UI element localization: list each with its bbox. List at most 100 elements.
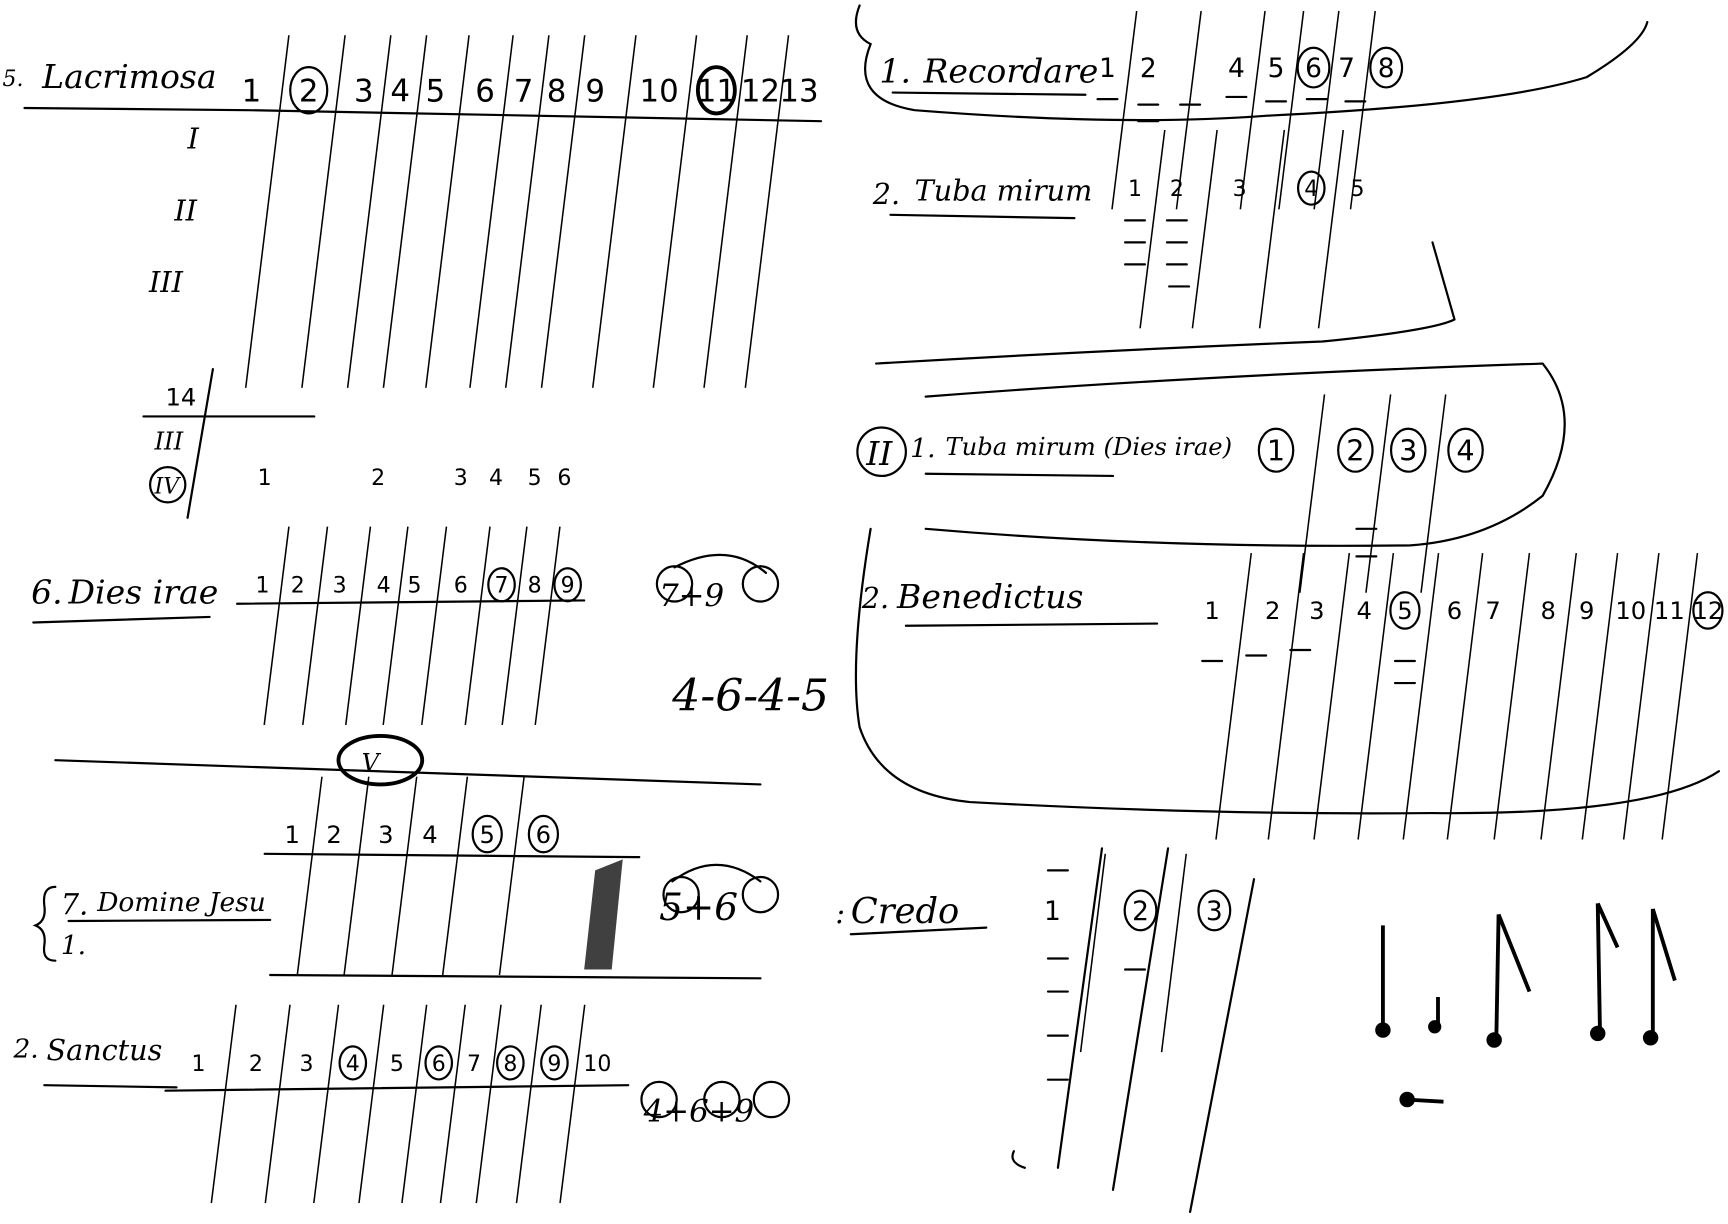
- column-rule: [401, 1004, 428, 1204]
- pattern-text: 4-6-4-5: [671, 671, 829, 722]
- column-rule: [391, 776, 418, 976]
- column-rule: [441, 776, 469, 976]
- column-rule: [652, 35, 698, 388]
- column-rule: [1175, 10, 1202, 210]
- credo-section: : Credo: [835, 847, 1256, 1213]
- column-number: 3: [1309, 597, 1324, 625]
- selected-column-circle: [1389, 591, 1421, 630]
- column-number: 2: [1265, 597, 1280, 625]
- column-number: 2: [1132, 896, 1149, 927]
- column-number: 1: [1128, 177, 1142, 202]
- lacrimosa-section: 5. Lacrimosa 14 I II III III IV: [2, 57, 823, 519]
- column-rule: [210, 1004, 237, 1204]
- row-label: III: [148, 265, 184, 299]
- column-rule: [1191, 129, 1218, 329]
- column-number: 8: [547, 73, 567, 109]
- column-rule: [1215, 552, 1253, 840]
- note-head-icon: [1375, 1022, 1391, 1038]
- column-rule: [1239, 10, 1266, 210]
- column-rule: [1111, 10, 1138, 210]
- column-rule: [475, 1004, 502, 1204]
- column-number: 8: [1378, 53, 1395, 84]
- column-rule: [1313, 10, 1340, 210]
- column-number: 3: [333, 574, 347, 599]
- column-rule: [498, 776, 525, 976]
- note-head-icon: [1486, 1032, 1502, 1048]
- column-number: 1: [1099, 53, 1116, 84]
- selected-column-circle: [338, 1045, 368, 1081]
- column-number: 3: [1399, 434, 1417, 468]
- column-rule: [703, 35, 748, 388]
- column-rule: [1540, 552, 1578, 840]
- section-prefix: 7.: [61, 887, 88, 921]
- group-numeral: II: [865, 434, 893, 473]
- selected-column-circle: [1296, 46, 1331, 89]
- column-number: 8: [503, 1052, 517, 1077]
- column-rule: [1365, 394, 1392, 593]
- section-title: Benedictus: [896, 577, 1083, 616]
- column-number: 9: [1579, 597, 1594, 625]
- column-number: 5: [528, 466, 542, 491]
- column-number: 4: [489, 466, 503, 491]
- section-title: Domine Jesu: [96, 887, 266, 918]
- column-number: 5: [480, 821, 495, 849]
- section-prefix: 2.: [12, 1034, 38, 1065]
- column-number: 6: [454, 574, 468, 599]
- column-number: 7: [467, 1052, 481, 1077]
- column-rule: [744, 35, 790, 388]
- column-number: 4: [1304, 177, 1318, 202]
- section-prefix: 1.: [910, 433, 935, 464]
- column-number: 4: [346, 1052, 360, 1077]
- column-rule: [1258, 129, 1286, 329]
- row-label: I: [187, 122, 200, 156]
- note-values: [1375, 902, 1677, 1108]
- selected-column-circle: [1447, 427, 1484, 473]
- column-number: 6: [536, 821, 551, 849]
- selected-column-circle: [1197, 889, 1232, 932]
- domine-jesu-section: 7. Domine Jesu 1. V 5+6: [32, 734, 762, 980]
- selected-column-circle: [1123, 889, 1158, 932]
- dies-irae-section: 6. Dies irae 7+9 4-6-4-5: [31, 553, 829, 722]
- summary-circle: [741, 565, 780, 603]
- column-number: 5: [426, 73, 446, 109]
- summary-text: 4+6+9: [643, 1094, 755, 1130]
- column-number: 12: [1692, 597, 1723, 625]
- section-title: Sanctus: [47, 1033, 163, 1067]
- column-rule: [1402, 552, 1440, 840]
- column-rule: [1278, 10, 1305, 210]
- summary-circle: [662, 875, 700, 914]
- selected-column-circle: [1369, 46, 1404, 89]
- column-number: 8: [1540, 597, 1555, 625]
- column-number: 9: [585, 73, 605, 109]
- column-rule: [302, 526, 329, 726]
- column-rule: [591, 35, 637, 388]
- selected-column-circle: [553, 567, 582, 603]
- column-rule: [296, 776, 323, 976]
- column-number: 1: [258, 466, 272, 491]
- summary-circle: [703, 1080, 741, 1119]
- column-rule: [263, 526, 290, 726]
- selected-column-circle: [695, 65, 737, 116]
- column-number: 5: [1397, 597, 1412, 625]
- section-title: Tuba mirum: [915, 174, 1093, 208]
- column-rule: [425, 35, 470, 388]
- selected-column-circle: [424, 1045, 454, 1081]
- section-prefix: 1.: [879, 52, 911, 91]
- selected-column-circle: [1389, 427, 1427, 473]
- selected-column-circle: [496, 1045, 525, 1081]
- column-number: 3: [354, 73, 374, 109]
- column-number: 2: [1170, 177, 1184, 202]
- column-rule: [1349, 10, 1376, 210]
- column-rule: [1581, 552, 1619, 840]
- column-number: 1: [1044, 896, 1061, 927]
- section-title: Tuba mirum (Dies irae): [946, 433, 1233, 461]
- section-title: Lacrimosa: [41, 57, 216, 96]
- note-head-icon: [1399, 1091, 1415, 1108]
- column-number: 8: [528, 574, 542, 599]
- column-number: 4: [1228, 53, 1245, 84]
- column-number: 2: [326, 821, 341, 849]
- column-number: 1: [1204, 597, 1219, 625]
- column-rule: [464, 526, 491, 726]
